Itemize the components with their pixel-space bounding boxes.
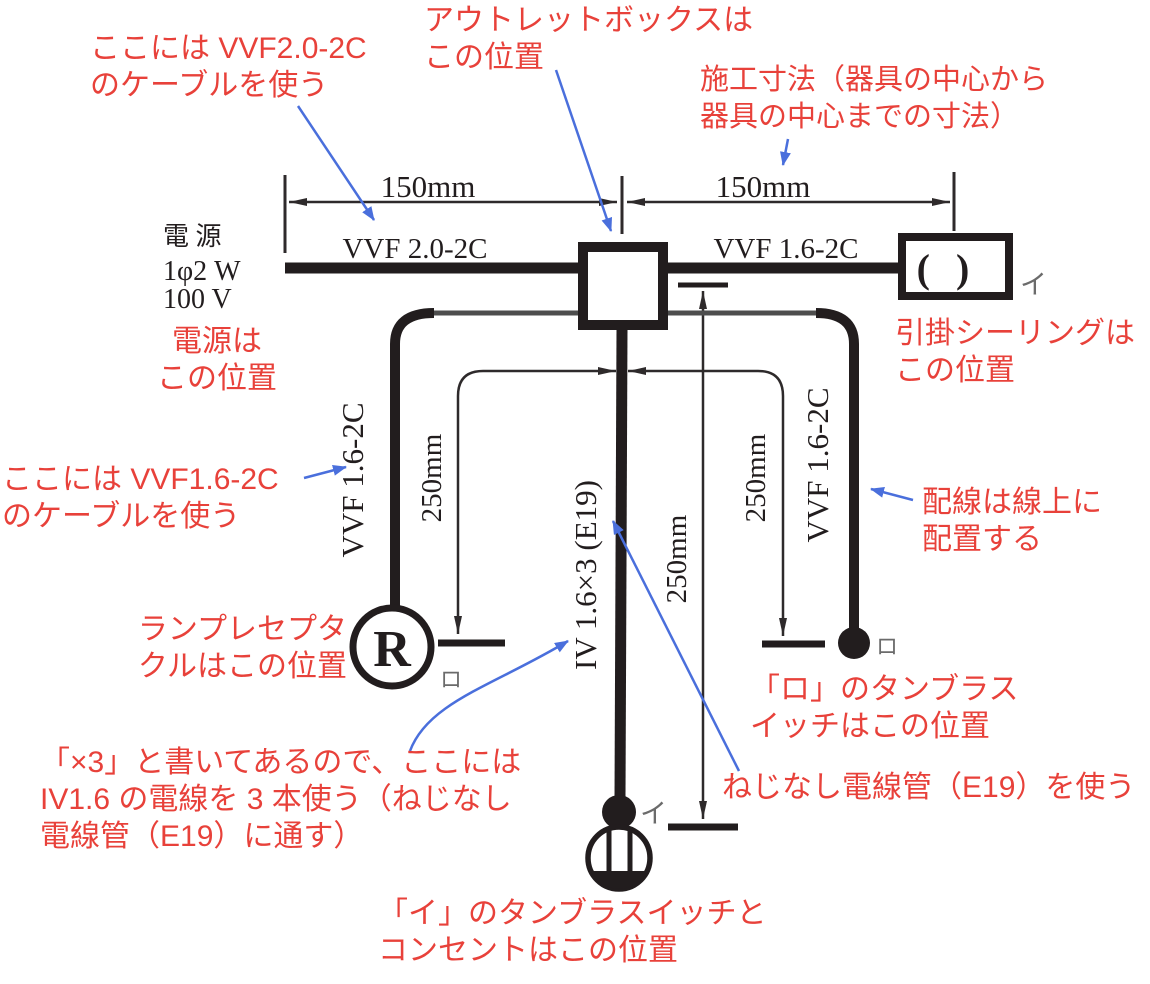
outlet-box-symbol — [578, 242, 668, 330]
switch-i-symbol — [602, 795, 636, 829]
note-vvf16-cable: ここには VVF1.6-2C のケーブルを使う — [2, 463, 279, 533]
power-source-label-2: 1φ2 W — [163, 256, 241, 287]
lamp-receptacle-symbol — [349, 604, 435, 690]
cable-vvf16-to-lamp — [390, 308, 435, 610]
note-conduit-e19: ねじなし電線管（E19）を使う — [722, 771, 1136, 804]
ceiling-rose-symbol — [898, 233, 1013, 300]
cable-vvf16-to-switch-ro — [815, 308, 859, 629]
dim-line-250-left — [454, 367, 616, 634]
circuit-label-ro-lamp: ロ — [440, 667, 462, 692]
cable-label-vvf20: VVF 2.0-2C — [342, 233, 487, 265]
circuit-label-ro-switch: ロ — [876, 634, 898, 659]
dim-line-250-right — [628, 367, 787, 636]
note-construction-dimension: 施工寸法（器具の中心から 器具の中心までの寸法） — [700, 64, 1049, 133]
lamp-receptacle-letter: R — [373, 621, 412, 678]
circuit-label-i-switch: イ — [640, 799, 667, 829]
power-source-label-3: 100 V — [163, 284, 232, 315]
arrow-conduit-note — [611, 520, 741, 772]
conduit-label-iv: IV 1.6×3 (E19) — [568, 480, 603, 670]
cable-label-vvf16-left-vertical: VVF 1.6-2C — [335, 402, 370, 557]
switch-ro-symbol — [838, 627, 870, 659]
circuit-label-i-ceiling: イ — [1020, 270, 1047, 300]
conduit-e19-run — [614, 329, 628, 798]
cable-label-vvf16-right-vertical: VVF 1.6-2C — [800, 387, 835, 542]
note-ceiling-rose: 引掛シーリングは この位置 — [895, 317, 1135, 387]
dim-label-150-right: 150mm — [716, 169, 811, 204]
dim-label-250-right: 250mm — [740, 433, 772, 522]
cable-label-vvf16-top: VVF 1.6-2C — [713, 233, 858, 265]
note-iv-wire: 「×3」と書いてあるので、ここには IV1.6 の電線を 3 本使う（ねじなし … — [40, 746, 522, 853]
dim-label-250-center: 250mm — [661, 514, 693, 603]
ceiling-rose-glyph: ( ) — [917, 246, 978, 291]
note-vvf20-cable: ここには VVF2.0-2C のケーブルを使う — [90, 32, 367, 102]
note-power-position: 電源は この位置 — [157, 325, 277, 395]
arrow-dimension-note — [780, 138, 791, 166]
note-outlet-box: アウトレットボックスは この位置 — [424, 4, 754, 74]
arrow-vvf16-note — [303, 464, 347, 480]
note-lamp-receptacle: ランプレセプタ クルはこの位置 — [137, 613, 347, 683]
dim-label-250-left: 250mm — [416, 433, 448, 522]
arrow-wiring-note — [870, 486, 914, 502]
dim-label-150-left: 150mm — [381, 169, 476, 204]
arrow-vvf20-note — [296, 105, 376, 221]
note-switch-i-outlet: 「イ」のタンブラスイッチと コンセントはこの位置 — [378, 897, 767, 967]
note-wiring-on-line: 配線は線上に 配置する — [922, 486, 1102, 556]
arrow-outlet-box-note — [554, 69, 613, 232]
power-source-label-1: 電 源 — [163, 222, 222, 251]
outlet-receptacle-symbol — [585, 824, 653, 892]
note-switch-ro: 「ロ」のタンブラス イッチはこの位置 — [750, 673, 1019, 743]
arrow-iv-wire-note — [408, 639, 569, 752]
